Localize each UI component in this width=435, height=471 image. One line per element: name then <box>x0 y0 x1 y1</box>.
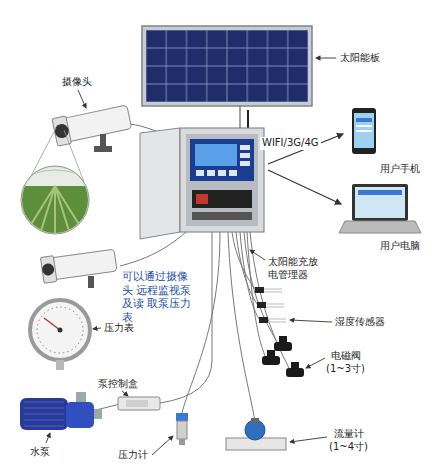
pump-control-box <box>118 397 160 410</box>
panel-label: 太阳能板 <box>340 52 380 65</box>
solar-panel <box>142 26 312 106</box>
transmitter-label: 压力计 <box>118 449 148 462</box>
sensor-wires <box>96 124 290 422</box>
humidity-sensors <box>255 287 286 323</box>
water-pump <box>20 392 102 430</box>
leader-lines <box>46 58 336 455</box>
flow-meter <box>226 418 286 450</box>
device-label: 用户电脑 <box>380 240 420 253</box>
pump-label: 水泵 <box>30 446 50 459</box>
greenhouse-photo <box>20 166 90 234</box>
manager-label: 太阳能充放 电管理器 <box>268 256 322 281</box>
note-text: 可以通过摄像头 远程监视泵及读 取泵压力表 <box>122 270 199 325</box>
control-box <box>140 110 264 239</box>
pressure-transmitter <box>176 413 188 445</box>
camera-label: 摄像头 <box>62 76 92 89</box>
camera <box>40 247 117 288</box>
sensor-label: 湿度传感器 <box>335 316 385 329</box>
power-wire <box>239 106 240 128</box>
gauge-label: 压力表 <box>104 322 134 335</box>
flowmeter-label: 流量计 (1~4寸) <box>329 428 368 453</box>
control-box-label: 泵控制盒 <box>98 378 138 391</box>
solenoid-valves <box>262 336 304 377</box>
pressure-gauge <box>30 300 90 370</box>
valve-label: 电磁阀 (1~3寸) <box>326 350 365 375</box>
laptop <box>339 184 421 233</box>
phone <box>352 108 376 154</box>
network-label: WIFI/3G/4G <box>260 137 321 150</box>
device-label: 用户手机 <box>380 163 420 176</box>
